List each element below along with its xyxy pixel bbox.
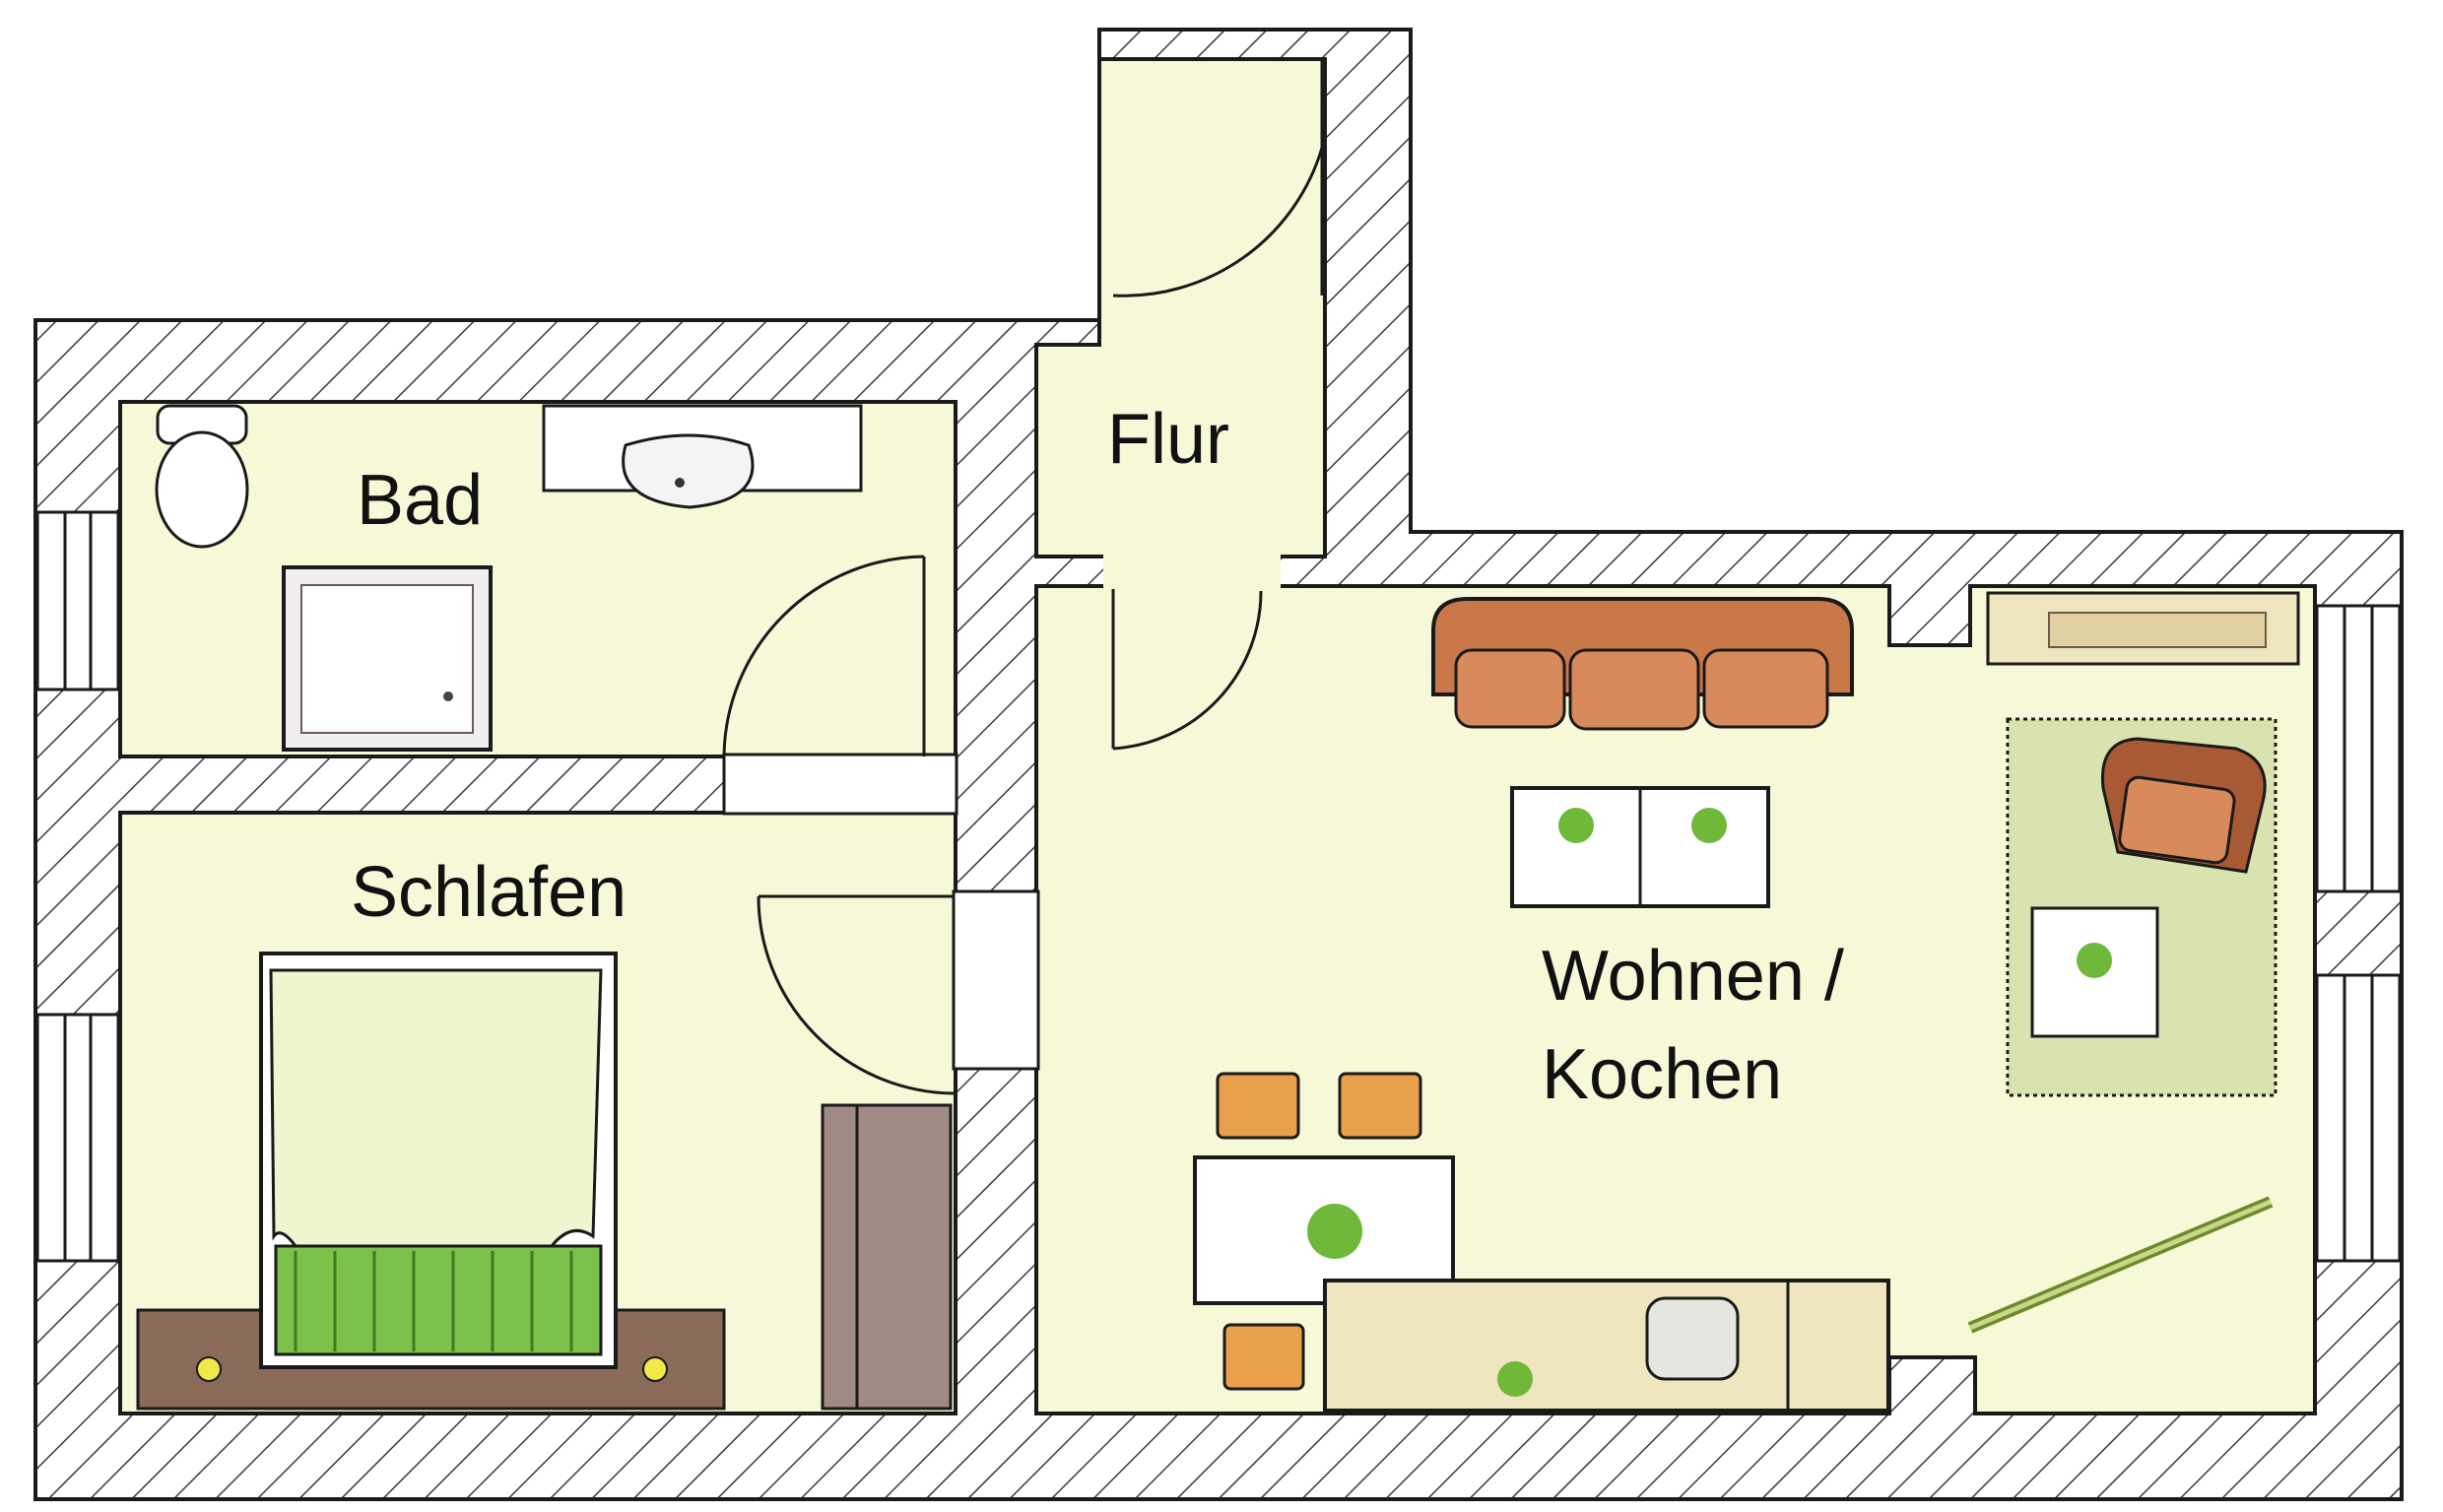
chair-icon xyxy=(1216,1072,1300,1140)
desk-icon xyxy=(1967,1196,2274,1334)
shower-tray-icon xyxy=(282,565,493,752)
room-flur xyxy=(1034,57,1327,559)
opening-bad-door xyxy=(722,753,958,816)
room-label-wohnen: Wohnen / xyxy=(1542,937,1844,1016)
window-icon xyxy=(2315,973,2402,1263)
coffee-table-icon xyxy=(1510,786,1770,908)
door-icon xyxy=(1112,61,1324,297)
wardrobe-icon xyxy=(821,1103,953,1411)
opening-flur-wohnen xyxy=(1103,554,1281,589)
door-icon xyxy=(1111,589,1263,751)
chair-icon xyxy=(1222,1323,1305,1391)
room-label-bad: Bad xyxy=(357,461,483,540)
kitchen-counter-icon xyxy=(1323,1279,1890,1413)
window-icon xyxy=(35,510,120,691)
room-label-schlafen: Schlafen xyxy=(351,853,627,932)
armchair-icon xyxy=(2100,737,2267,874)
opening-schlafen-living xyxy=(952,889,1040,1071)
chair-icon xyxy=(1338,1072,1422,1140)
room-label-kochen: Kochen xyxy=(1542,1035,1782,1114)
sink-icon xyxy=(542,404,863,509)
window-icon xyxy=(2315,604,2402,893)
door-icon xyxy=(722,555,926,757)
window-icon xyxy=(35,1013,120,1263)
door-icon xyxy=(757,894,955,1095)
sofa-icon xyxy=(1431,597,1854,731)
room-label-flur: Flur xyxy=(1107,400,1229,479)
toilet-icon xyxy=(155,404,249,549)
kitchen-sink-icon xyxy=(1645,1296,1740,1381)
desk-icon xyxy=(1986,591,2300,666)
bed-icon xyxy=(259,952,618,1369)
coffee-table-icon xyxy=(2030,906,2159,1038)
